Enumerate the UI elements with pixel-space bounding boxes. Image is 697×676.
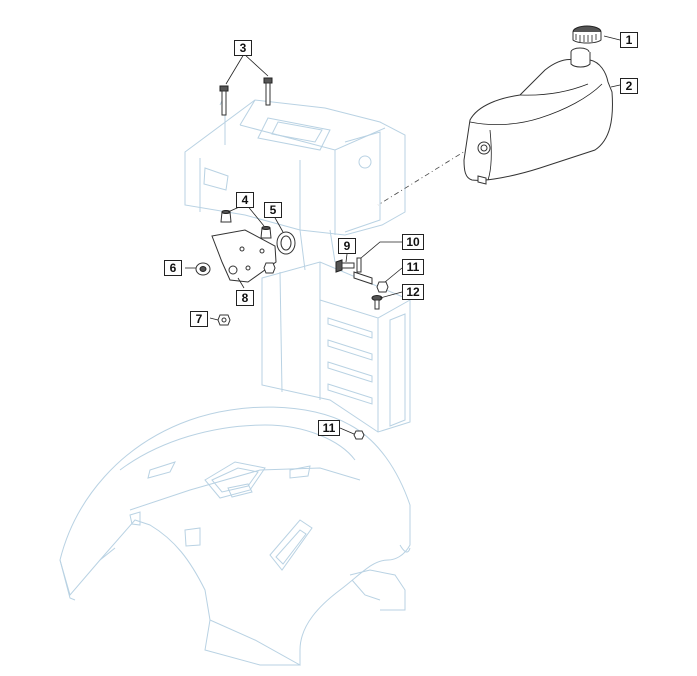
dash-panel-ghost	[261, 261, 411, 433]
callout-6: 6	[164, 260, 182, 276]
callout-11-lower: 11	[318, 420, 340, 436]
bracket-plate	[211, 229, 277, 283]
fuel-tank	[463, 47, 613, 185]
callout-1: 1	[620, 32, 638, 48]
rear-fender-ghost	[59, 406, 411, 666]
callout-3: 3	[234, 40, 252, 56]
long-bolts	[219, 77, 273, 116]
callout-11-upper: 11	[402, 259, 424, 275]
bolt-9	[335, 259, 355, 273]
callout-8: 8	[236, 290, 254, 306]
cap-plug	[195, 262, 211, 276]
clip-10	[353, 257, 373, 285]
callout-2: 2	[620, 78, 638, 94]
callout-4: 4	[236, 192, 254, 208]
screw-12	[371, 295, 383, 310]
rubber-grommets	[220, 210, 272, 239]
hex-nut-11-upper	[376, 281, 389, 293]
callout-12: 12	[402, 284, 424, 300]
callout-10: 10	[402, 234, 424, 250]
callout-7: 7	[190, 311, 208, 327]
ring-bushing	[276, 231, 296, 255]
callout-5: 5	[264, 202, 282, 218]
hex-nut-11-lower	[353, 430, 365, 440]
fuel-cap	[572, 25, 602, 44]
bracket-nut	[263, 262, 276, 274]
hex-nut-7	[217, 314, 231, 326]
callout-9: 9	[338, 238, 356, 254]
leader-lines	[185, 35, 621, 435]
